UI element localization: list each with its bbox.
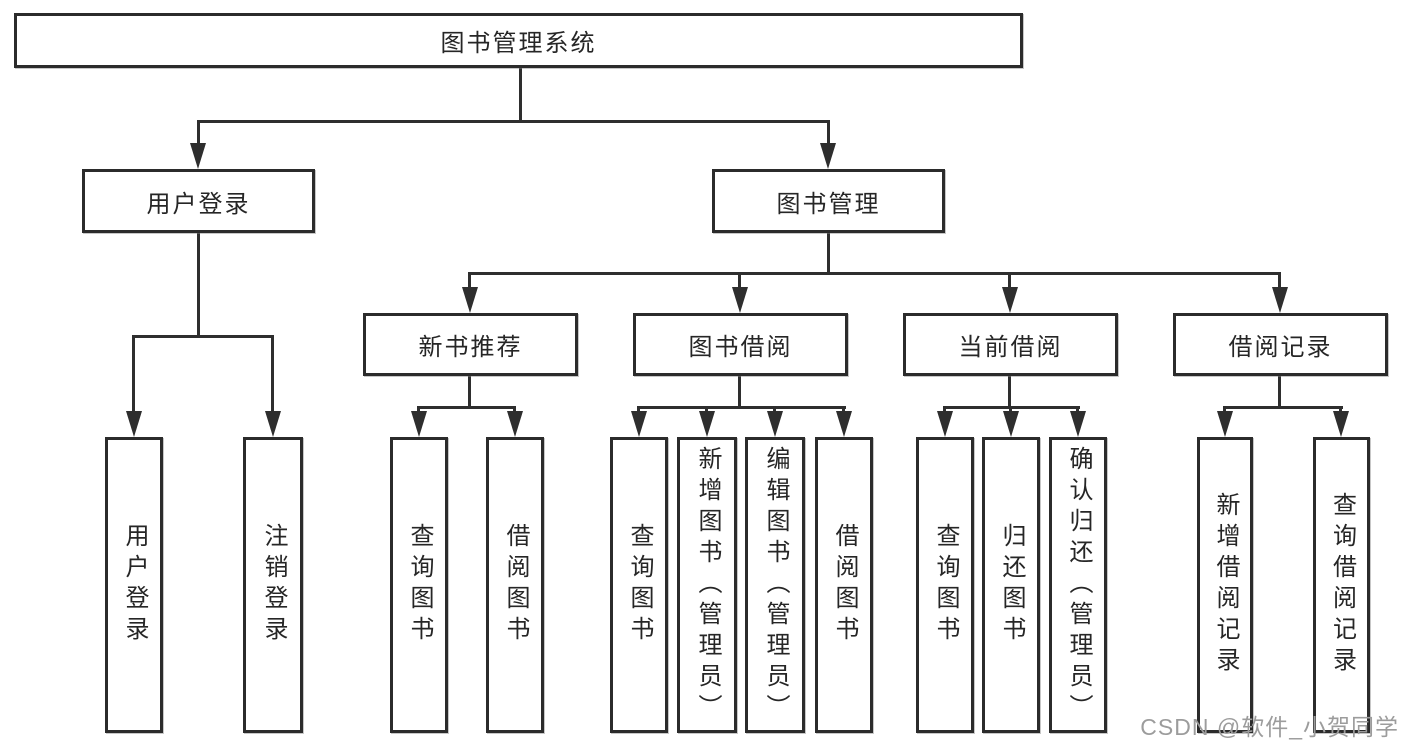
arrow-down-icon: [1070, 411, 1086, 437]
connector-vline: [738, 272, 741, 290]
arrow-down-icon: [1333, 411, 1349, 437]
connector-vline: [943, 406, 946, 415]
leaf-query-books-current: 查询图书: [916, 437, 974, 733]
connector-vline: [197, 233, 200, 335]
node-borrow-records-label: 借阅记录: [1228, 334, 1333, 361]
connector-vline: [827, 120, 830, 146]
arrow-down-icon: [507, 411, 523, 437]
leaf-confirm-return-admin-label: 确认归还（管理员）: [1065, 445, 1092, 725]
arrow-down-icon: [1272, 287, 1288, 313]
node-book-borrow-label: 图书借阅: [688, 334, 793, 361]
connector-vline: [1008, 272, 1011, 290]
leaf-add-book-admin: 新增图书（管理员）: [677, 437, 737, 733]
node-borrow-records: 借阅记录: [1173, 313, 1388, 376]
arrow-down-icon: [1003, 411, 1019, 437]
node-current-borrow: 当前借阅: [903, 313, 1118, 376]
connector-vline: [1339, 406, 1342, 415]
connector-vline: [271, 335, 274, 415]
connector-vline: [705, 406, 708, 415]
leaf-query-books-current-label: 查询图书: [932, 523, 959, 647]
connector-vline: [1223, 406, 1226, 415]
arrow-down-icon: [699, 411, 715, 437]
connector-vline: [417, 406, 420, 415]
leaf-add-borrow-record-label: 新增借阅记录: [1212, 492, 1239, 678]
connector-vline: [468, 376, 471, 406]
leaf-query-borrow-record: 查询借阅记录: [1313, 437, 1370, 733]
connector-vline: [637, 406, 640, 415]
arrow-down-icon: [836, 411, 852, 437]
connector-hline: [132, 335, 273, 338]
connector-vline: [519, 68, 522, 120]
arrow-down-icon: [411, 411, 427, 437]
connector-vline: [468, 272, 471, 290]
connector-hline: [637, 406, 846, 409]
connector-hline: [468, 272, 1281, 275]
arrow-down-icon: [732, 287, 748, 313]
leaf-query-books-borrow-label: 查询图书: [626, 523, 653, 647]
leaf-edit-book-admin: 编辑图书（管理员）: [745, 437, 805, 733]
leaf-borrow-books-borrow: 借阅图书: [815, 437, 873, 733]
leaf-add-book-admin-label: 新增图书（管理员）: [694, 445, 721, 725]
connector-hline: [197, 120, 830, 123]
leaf-edit-book-admin-label: 编辑图书（管理员）: [762, 445, 789, 725]
connector-vline: [1278, 272, 1281, 290]
leaf-query-borrow-record-label: 查询借阅记录: [1328, 492, 1356, 678]
arrow-down-icon: [1002, 287, 1018, 313]
leaf-borrow-books-recommend-label: 借阅图书: [502, 523, 529, 647]
node-current-borrow-label: 当前借阅: [958, 334, 1063, 361]
node-book-management-label: 图书管理: [776, 190, 881, 218]
leaf-user-login: 用户登录: [105, 437, 163, 733]
arrow-down-icon: [631, 411, 647, 437]
node-book-borrow: 图书借阅: [633, 313, 848, 376]
leaf-user-login-label: 用户登录: [121, 523, 148, 647]
node-new-book-recommend-label: 新书推荐: [418, 334, 523, 361]
arrow-down-icon: [1217, 411, 1233, 437]
connector-hline: [417, 406, 516, 409]
arrow-down-icon: [265, 411, 281, 437]
connector-vline: [132, 335, 135, 415]
leaf-query-books-recommend: 查询图书: [390, 437, 448, 733]
arrow-down-icon: [462, 287, 478, 313]
arrow-down-icon: [767, 411, 783, 437]
arrow-down-icon: [126, 411, 142, 437]
leaf-confirm-return-admin: 确认归还（管理员）: [1049, 437, 1107, 733]
connector-vline: [197, 120, 200, 146]
connector-hline: [1223, 406, 1343, 409]
leaf-add-borrow-record: 新增借阅记录: [1197, 437, 1253, 733]
arrow-down-icon: [190, 143, 206, 169]
node-book-management: 图书管理: [712, 169, 945, 233]
node-root: 图书管理系统: [14, 13, 1023, 68]
connector-vline: [738, 376, 741, 406]
connector-vline: [773, 406, 776, 415]
node-user-login: 用户登录: [82, 169, 315, 233]
connector-vline: [1278, 376, 1281, 406]
node-root-label: 图书管理系统: [440, 30, 597, 57]
leaf-query-books-borrow: 查询图书: [610, 437, 668, 733]
node-new-book-recommend: 新书推荐: [363, 313, 578, 376]
connector-vline: [827, 233, 830, 272]
connector-vline: [513, 406, 516, 415]
leaf-query-books-recommend-label: 查询图书: [406, 523, 433, 647]
leaf-logout: 注销登录: [243, 437, 303, 733]
connector-vline: [1009, 406, 1012, 415]
connector-vline: [1076, 406, 1079, 415]
connector-vline: [842, 406, 845, 415]
connector-vline: [1008, 376, 1011, 406]
leaf-borrow-books-borrow-label: 借阅图书: [831, 523, 858, 647]
node-user-login-label: 用户登录: [146, 190, 251, 218]
arrow-down-icon: [937, 411, 953, 437]
leaf-return-book: 归还图书: [982, 437, 1040, 733]
leaf-return-book-label: 归还图书: [998, 523, 1025, 647]
csdn-watermark: CSDN @软件_小贺同学: [1140, 714, 1399, 740]
leaf-borrow-books-recommend: 借阅图书: [486, 437, 544, 733]
arrow-down-icon: [820, 143, 836, 169]
leaf-logout-label: 注销登录: [260, 523, 287, 647]
